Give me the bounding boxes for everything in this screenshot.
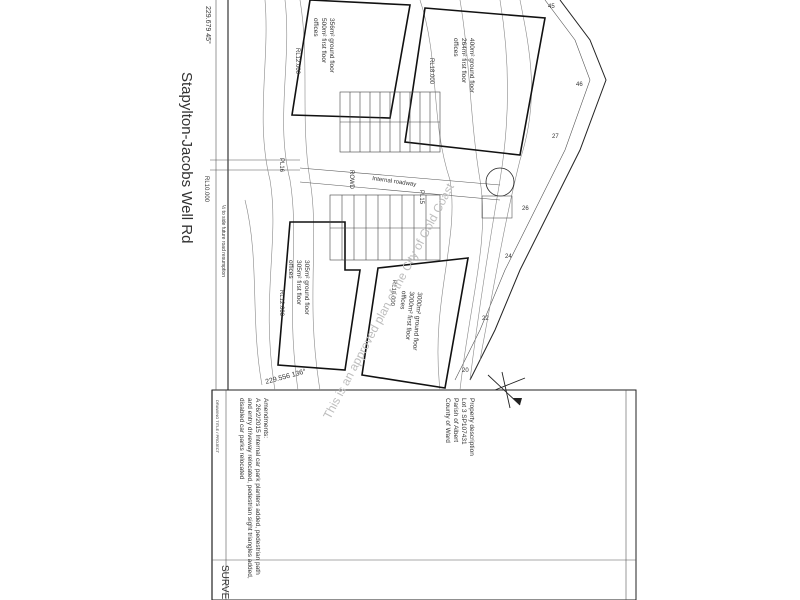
building-b-line-2: 264m² first floor: [460, 38, 467, 84]
approval-watermark: This is an approved plan of the City of …: [320, 180, 457, 421]
north-arrow: [487, 371, 526, 409]
dim-2: 46: [576, 82, 583, 88]
turning-circle: [485, 167, 515, 197]
lot-desc-4: County of Ward: [444, 398, 451, 443]
left-margin-note: DRAWING TITLE / PROJECT: [215, 400, 220, 454]
internal-roadway-edge-2: [299, 181, 501, 201]
building-c-line-3: offices: [287, 260, 294, 279]
building-a-line-2: 500m² first floor: [320, 18, 327, 64]
building-c-line-2: 305m² first floor: [295, 260, 302, 306]
dim-5: 24: [505, 254, 512, 260]
dim-7: 20: [462, 368, 469, 374]
building-b-label: 400m² ground floor 264m² first floor off…: [428, 38, 475, 94]
amendment-line-3: disabled car parks relocated: [238, 398, 245, 480]
road-label: Stapylton-Jacobs Well Rd: [178, 72, 195, 243]
rear-boundary-offset: [454, 0, 591, 381]
building-b-rl: RL18.000: [428, 58, 434, 85]
parking-label: ROWD: [348, 170, 354, 190]
road-bearing-top: 229.679 45°: [204, 6, 212, 44]
building-d-outline: [361, 257, 469, 389]
amendments-title: Amendments:: [262, 398, 269, 438]
building-b-line-3: offices: [452, 38, 459, 57]
building-a-line-1: 356m² ground floor: [328, 18, 335, 74]
building-d-rl: RL18.000: [389, 280, 397, 307]
amendment-line-1: A 26/2/2015 Internal car park planters a…: [254, 398, 261, 575]
dim-1: 45: [548, 4, 555, 10]
building-c-rl: RL12.000: [278, 290, 284, 317]
survey-label: SURVEY: [219, 565, 230, 600]
building-d-line-2: 3000m² first floor: [404, 291, 415, 341]
building-a-line-3: offices: [312, 18, 319, 37]
title-block: [211, 389, 637, 600]
building-c-line-1: 305m² ground floor: [303, 260, 310, 316]
building-c-label: 305m² ground floor 305m² first floor off…: [278, 260, 310, 317]
building-b-outline: [404, 7, 546, 156]
driveway-right-label: PL15: [418, 190, 424, 205]
dim-6: 22: [482, 316, 489, 322]
building-a-outline: [291, 0, 411, 119]
lot-desc-3: Parish of Albert: [452, 398, 459, 442]
bin-enclosure: [481, 195, 513, 219]
road-bearing-bottom: 229.556 136°: [264, 367, 307, 386]
internal-roadway-label: Internal roadway: [372, 176, 417, 188]
lot-desc-1: Property description: [468, 398, 475, 456]
car-park-top: [339, 91, 441, 153]
road-resumption-note: ½ to side future road resumption: [220, 205, 227, 277]
car-park-bottom: [329, 194, 441, 261]
building-b-line-1: 400m² ground floor: [468, 38, 475, 94]
lot-desc-2: Lot 3 SP107431: [460, 398, 467, 445]
dim-4: 26: [522, 206, 529, 212]
dim-3: 27: [552, 134, 559, 140]
road-rl-label: RL10.000: [203, 176, 209, 203]
rear-boundary-line: [469, 0, 607, 381]
building-a-rl: RL12.000: [294, 48, 300, 75]
boundary-dimensions: 45 46 27 26 24 22 20: [462, 4, 583, 374]
contour-lines: [244, 0, 532, 391]
internal-roadway-edge-1: [299, 167, 501, 186]
building-d-line-3: offices: [398, 290, 407, 310]
building-d-label: 3000m² ground floor 3000m² first floor o…: [389, 280, 423, 352]
building-a-label: 356m² ground floor 500m² first floor off…: [294, 18, 335, 75]
building-c-outline: [277, 221, 361, 371]
lot-description: Property description Lot 3 SP107431 Pari…: [444, 398, 475, 456]
amendments-block: Amendments: A 26/2/2015 Internal car par…: [238, 398, 269, 579]
amendment-line-2: and entry driveway relocated, pedestrian…: [246, 398, 253, 579]
driveway-left-label: PL16: [278, 158, 284, 173]
